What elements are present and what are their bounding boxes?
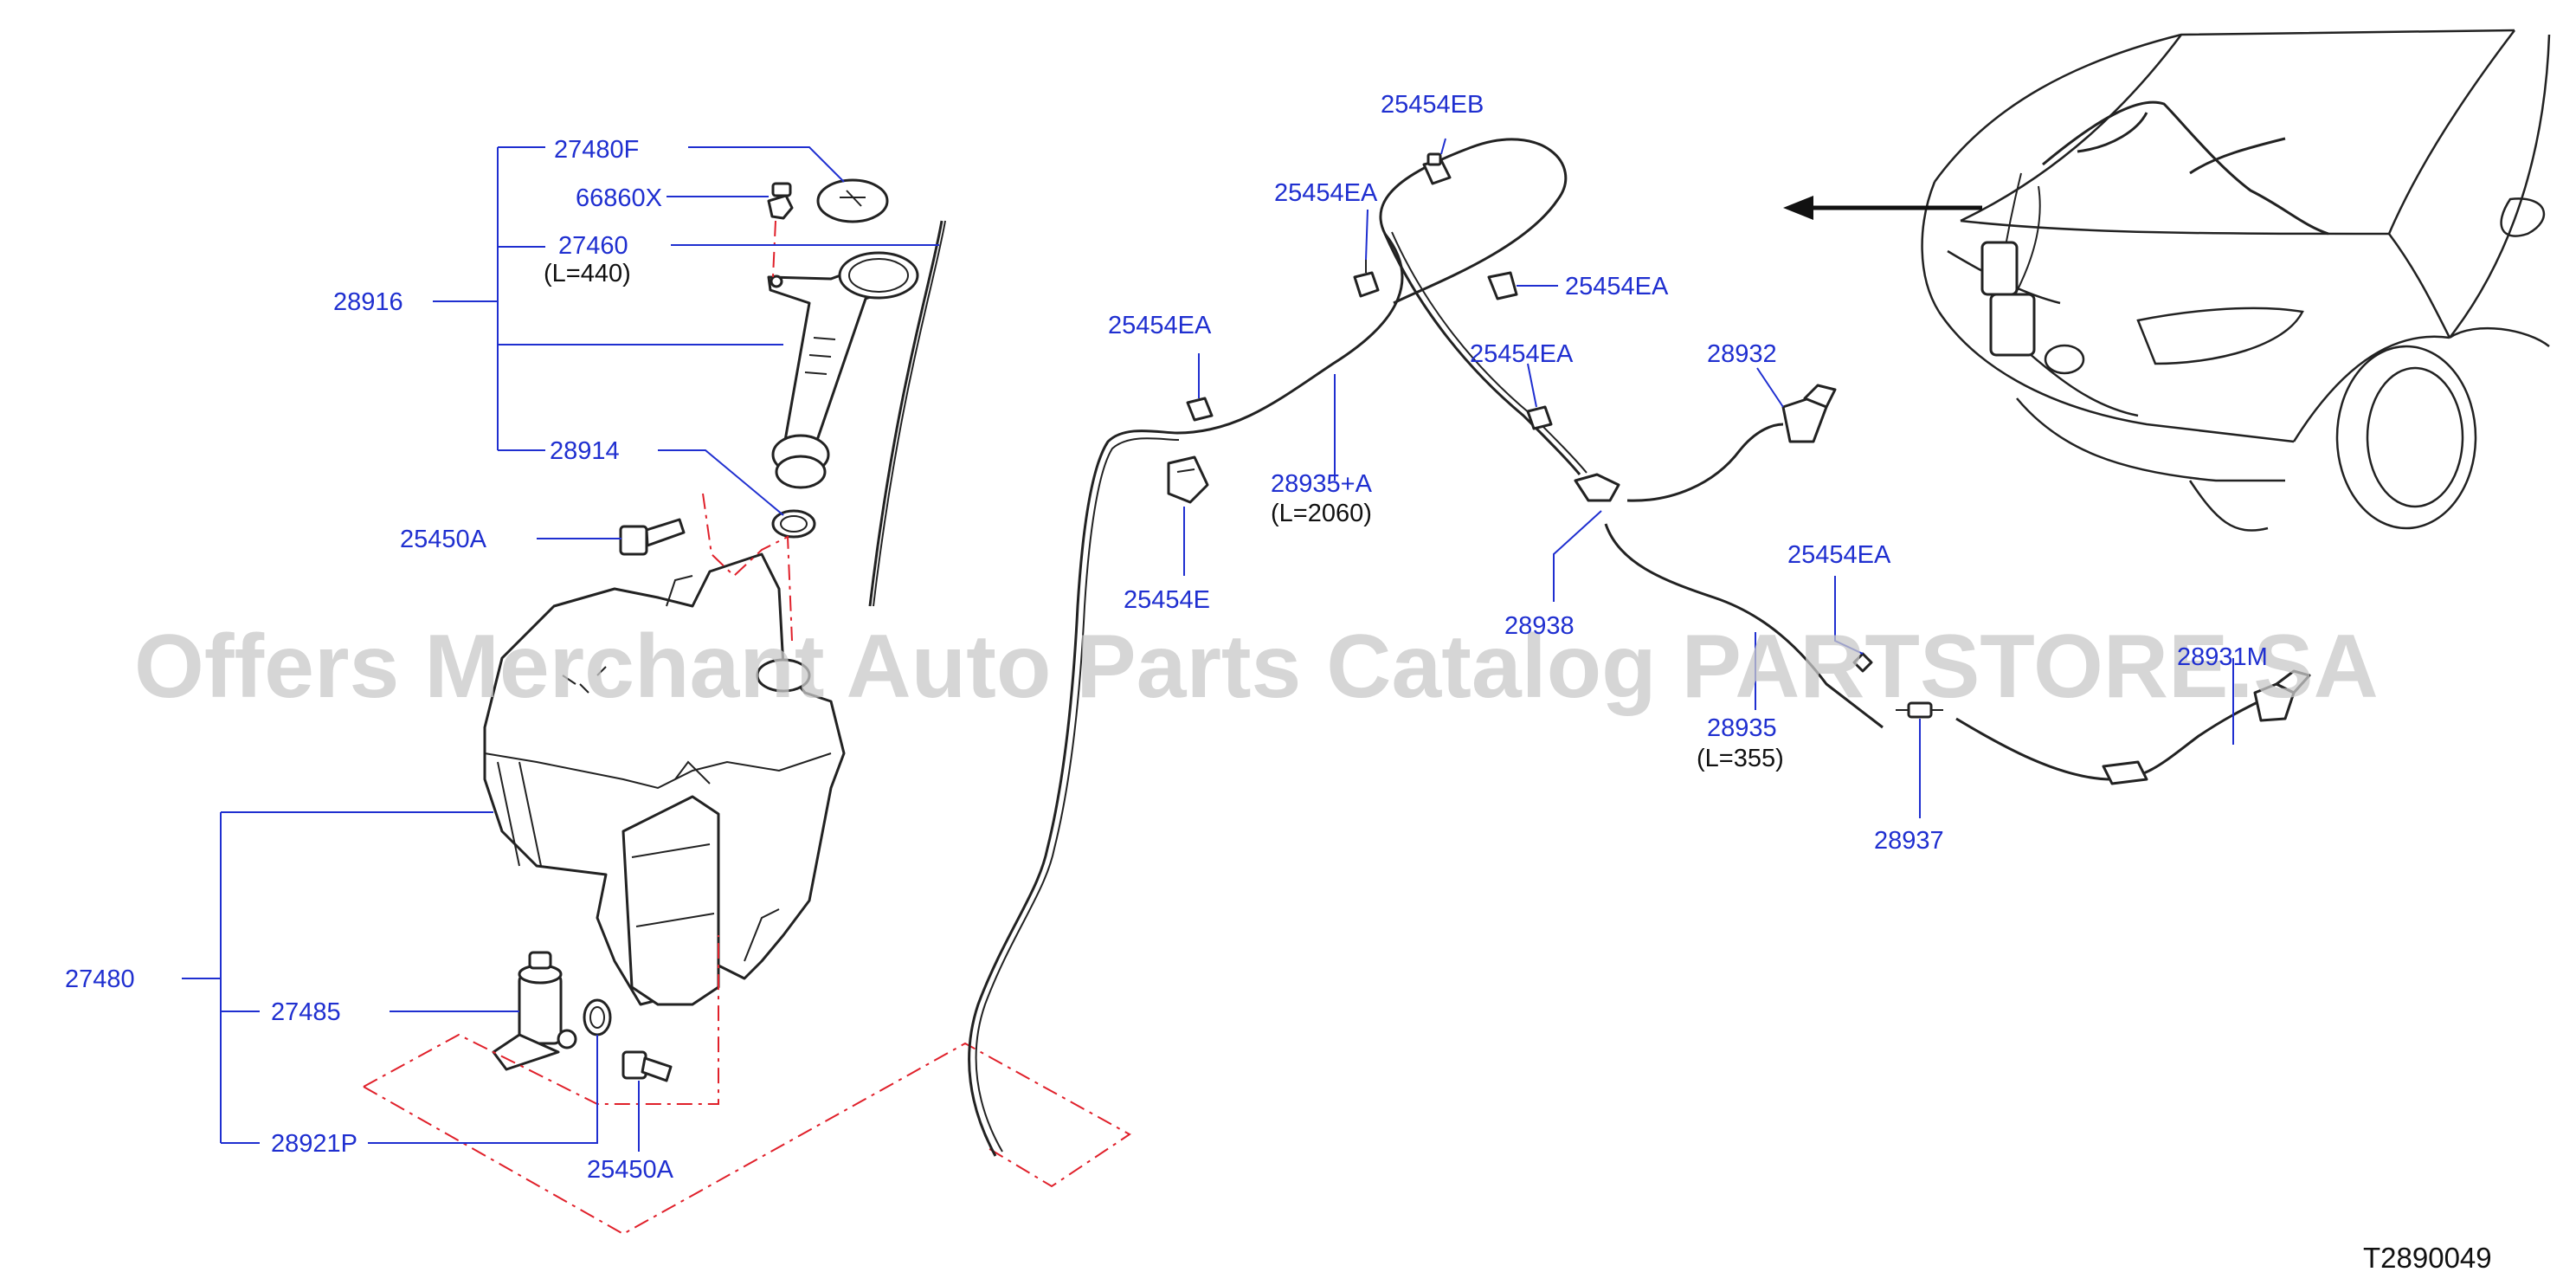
washer-nozzle-28932 <box>1781 384 1837 443</box>
filler-cap-27480F <box>816 178 889 223</box>
hose-27460 <box>868 220 943 607</box>
label-25454EB: 25454EB <box>1381 91 1484 119</box>
car-front-illustration <box>1921 29 2551 532</box>
clip-25454EA-4 <box>1526 405 1553 430</box>
grommet-28921P <box>583 998 612 1036</box>
label-28932: 28932 <box>1707 340 1777 368</box>
watermark: Offers Merchant Auto Parts Catalog PARTS… <box>134 617 2379 717</box>
label-25454EA-3: 25454EA <box>1108 312 1212 339</box>
clip-25454EA-3 <box>1186 397 1214 422</box>
label-27480F: 27480F <box>554 136 639 164</box>
label-28921P: 28921P <box>271 1130 357 1158</box>
clip-25454EA-1 <box>1353 260 1380 298</box>
label-28935: 28935 <box>1707 714 1777 742</box>
clip-25454EA-5 <box>1852 652 1873 673</box>
pump-27485 <box>492 951 577 1071</box>
label-66860X: 66860X <box>576 184 662 212</box>
washer-nozzle-28931M <box>2253 669 2311 722</box>
label-28935A-length: (L=2060) <box>1271 500 1372 527</box>
label-25450A-top: 25450A <box>400 526 487 553</box>
hose-28935A <box>968 138 1568 1157</box>
clip-25454E <box>1167 455 1209 504</box>
label-28935-length: (L=355) <box>1697 745 1784 772</box>
label-25454EA-4: 25454EA <box>1470 340 1574 368</box>
hose-28935 <box>1604 523 1884 729</box>
hose-28932 <box>1626 423 1784 502</box>
label-25454EA-2: 25454EA <box>1565 273 1669 300</box>
diagram-code: T2890049 <box>2363 1242 2492 1274</box>
clip-25454EB <box>1422 152 1452 185</box>
label-27460: 27460 <box>558 232 628 260</box>
label-27485: 27485 <box>271 998 341 1026</box>
label-27480: 27480 <box>65 965 135 993</box>
bolt-25450A-top <box>619 518 686 556</box>
grommet-28914 <box>771 509 816 539</box>
direction-arrow-head <box>1783 196 1813 220</box>
bolt-25450A-bottom <box>621 1050 673 1082</box>
label-28935A: 28935+A <box>1271 470 1373 498</box>
washer-tank-27480 <box>483 552 846 1006</box>
label-28938: 28938 <box>1504 612 1575 640</box>
filler-neck-28916 <box>767 251 919 489</box>
label-28916: 28916 <box>333 288 403 316</box>
joint-28938 <box>1574 473 1620 502</box>
label-27460-length: (L=440) <box>544 260 631 287</box>
clip-66860X <box>767 182 794 220</box>
label-25450A-bottom: 25450A <box>587 1156 674 1184</box>
label-25454E: 25454E <box>1124 586 1210 614</box>
clip-25454EA-2 <box>1487 271 1518 300</box>
label-28914: 28914 <box>550 437 620 465</box>
label-25454EA-1: 25454EA <box>1274 179 1378 207</box>
label-28931M: 28931M <box>2177 643 2268 671</box>
label-28937: 28937 <box>1874 827 1944 855</box>
leader-lines <box>182 138 2234 1152</box>
connector-28937 <box>1896 701 1943 719</box>
label-25454EA-5: 25454EA <box>1787 541 1891 569</box>
